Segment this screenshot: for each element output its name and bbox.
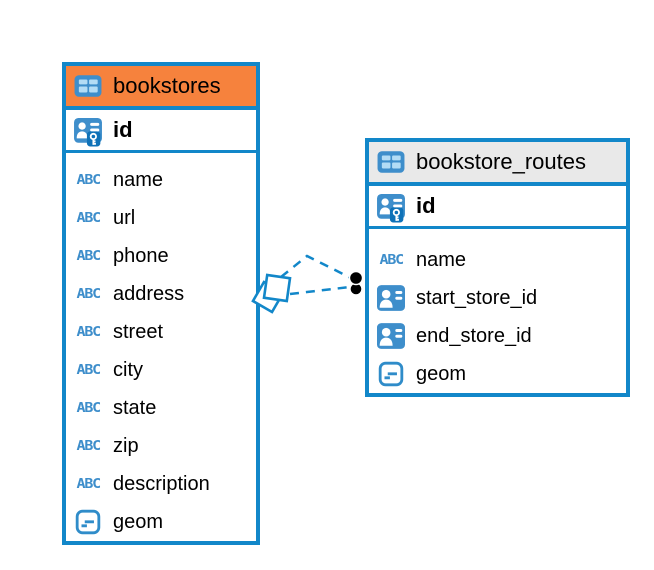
geometry-type-icon (72, 509, 104, 535)
column-row-street[interactable]: ABC street (66, 313, 256, 351)
column-row-state[interactable]: ABC state (66, 389, 256, 427)
entity-bookstore-routes[interactable]: bookstore_routes id ABC name start_store… (365, 138, 630, 397)
entity-title: bookstores (113, 73, 221, 98)
text-type-icon: ABC (76, 248, 101, 264)
column-row-description[interactable]: ABC description (66, 465, 256, 503)
table-icon (72, 74, 104, 98)
column-label: description (113, 472, 210, 495)
column-label: geom (113, 510, 164, 533)
column-row-start-store-id[interactable]: start_store_id (369, 279, 626, 317)
column-label: state (113, 396, 157, 419)
column-row-city[interactable]: ABC city (66, 351, 256, 389)
column-row-geom[interactable]: geom (66, 503, 256, 541)
column-row-url[interactable]: ABC url (66, 199, 256, 237)
column-label: geom (416, 362, 467, 385)
column-label: end_store_id (416, 324, 532, 347)
entity-bookstores-header[interactable]: bookstores (66, 66, 256, 110)
column-row-name[interactable]: ABC name (369, 241, 626, 279)
primary-key-icon (375, 190, 407, 223)
text-type-icon: ABC (76, 362, 101, 378)
column-row-address[interactable]: ABC address (66, 275, 256, 313)
text-type-icon: ABC (76, 286, 101, 302)
text-type-icon: ABC (76, 172, 101, 188)
column-list: ABC name start_store_id end_store_id ge (369, 229, 626, 393)
entity-title: bookstore_routes (416, 149, 586, 174)
table-icon (375, 150, 407, 174)
entity-bookstore-routes-header[interactable]: bookstore_routes (369, 142, 626, 186)
column-label: city (113, 358, 143, 381)
column-label: name (113, 168, 164, 191)
column-label: name (416, 248, 467, 271)
column-row-end-store-id[interactable]: end_store_id (369, 317, 626, 355)
column-label: zip (113, 434, 139, 457)
column-row-zip[interactable]: ABC zip (66, 427, 256, 465)
column-label: url (113, 206, 136, 229)
primary-key-icon (72, 114, 104, 147)
column-label: phone (113, 244, 169, 267)
column-row-id[interactable]: id (369, 186, 626, 229)
column-label: id (416, 193, 436, 218)
one-end-dot-marker[interactable] (348, 270, 364, 296)
text-type-icon: ABC (379, 252, 404, 268)
column-label: address (113, 282, 185, 305)
text-type-icon: ABC (76, 438, 101, 454)
column-label: start_store_id (416, 286, 538, 309)
text-type-icon: ABC (76, 210, 101, 226)
column-label: street (113, 320, 164, 343)
entity-bookstores[interactable]: bookstores id ABC name ABC url ABC phone… (62, 62, 260, 545)
text-type-icon: ABC (76, 476, 101, 492)
column-row-id[interactable]: id (66, 110, 256, 153)
column-row-name[interactable]: ABC name (66, 161, 256, 199)
column-row-phone[interactable]: ABC phone (66, 237, 256, 275)
reference-type-icon (375, 285, 407, 311)
geometry-type-icon (375, 361, 407, 387)
text-type-icon: ABC (76, 400, 101, 416)
column-list: ABC name ABC url ABC phone ABC address A… (66, 153, 256, 541)
reference-type-icon (375, 323, 407, 349)
column-label: id (113, 117, 133, 142)
relationship-line[interactable] (289, 285, 351, 296)
column-row-geom[interactable]: geom (369, 355, 626, 393)
relationship-line[interactable] (280, 254, 352, 280)
text-type-icon: ABC (76, 324, 101, 340)
